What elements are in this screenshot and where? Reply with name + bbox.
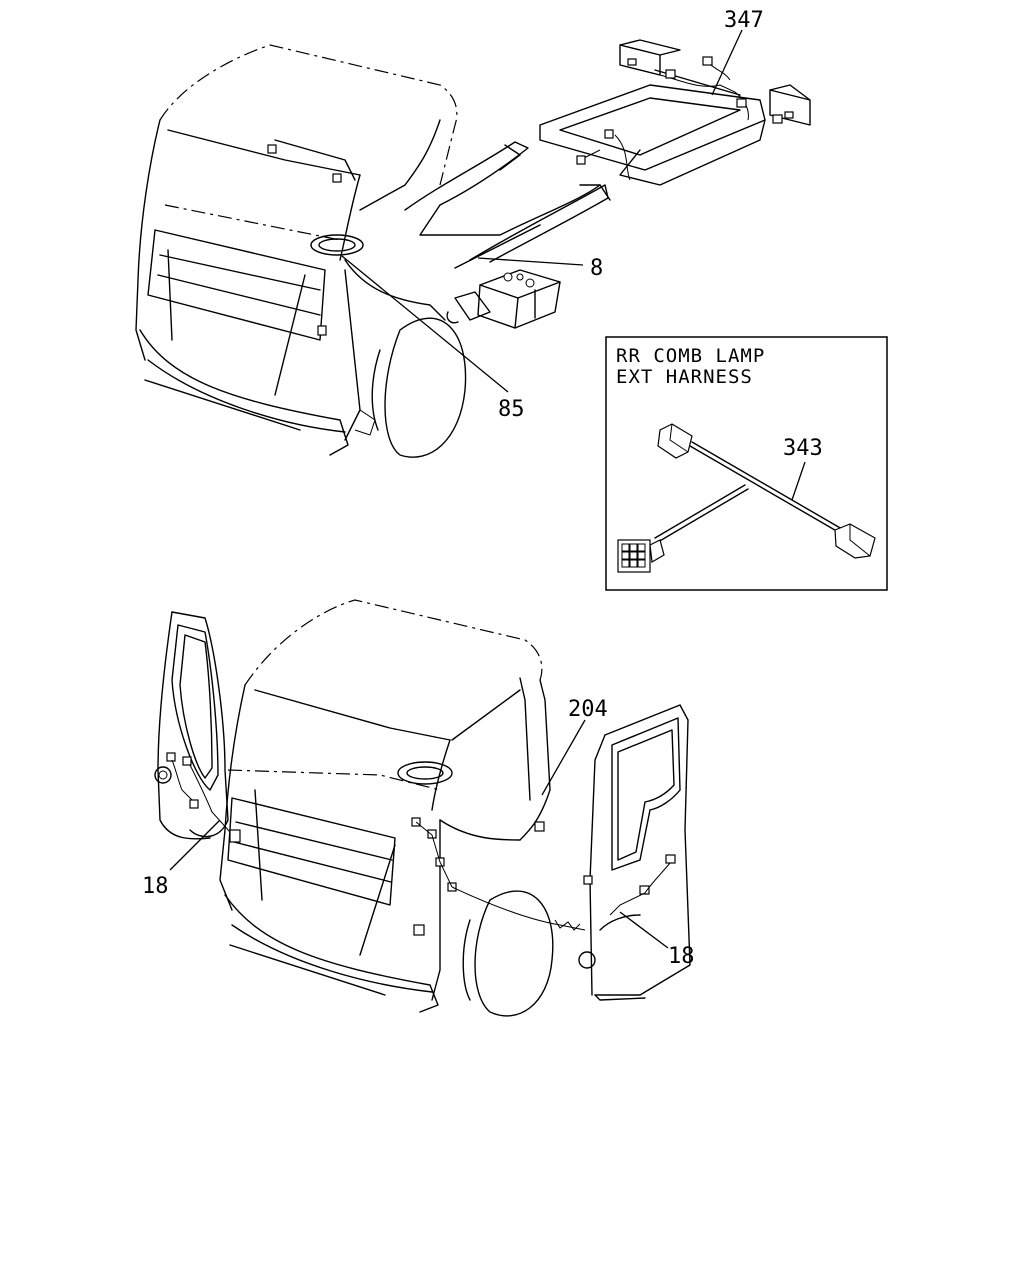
connector-right xyxy=(834,523,876,559)
leader-343 xyxy=(791,461,806,501)
rear-frame-347 xyxy=(539,39,811,186)
leader-18-left xyxy=(169,819,221,871)
inset-title-line2: EXT HARNESS xyxy=(616,366,753,388)
callout-347: 347 xyxy=(724,8,764,33)
inset-title-line1: RR COMB LAMP xyxy=(616,345,765,367)
leader-204 xyxy=(541,719,586,796)
callout-85: 85 xyxy=(498,397,525,422)
leader-347 xyxy=(711,29,743,96)
callout-8: 8 xyxy=(590,256,603,281)
callout-343: 343 xyxy=(783,436,823,461)
leader-8 xyxy=(477,257,584,266)
right-door xyxy=(578,704,691,1001)
callout-204: 204 xyxy=(568,697,608,722)
chassis-frame xyxy=(404,141,611,269)
cab-top-view xyxy=(135,44,467,458)
leader-85 xyxy=(341,255,509,393)
connector-top-left xyxy=(657,423,693,459)
inset-rr-comb-lamp-harness: RR COMB LAMP EXT HARNESS 343 xyxy=(605,336,888,591)
connector-bottom-left xyxy=(617,539,665,573)
leader-18-right xyxy=(619,911,669,949)
callout-18-right: 18 xyxy=(668,944,695,969)
battery-8 xyxy=(446,269,561,329)
callout-18-left: 18 xyxy=(142,874,169,899)
cab-bottom-view xyxy=(154,599,586,1017)
